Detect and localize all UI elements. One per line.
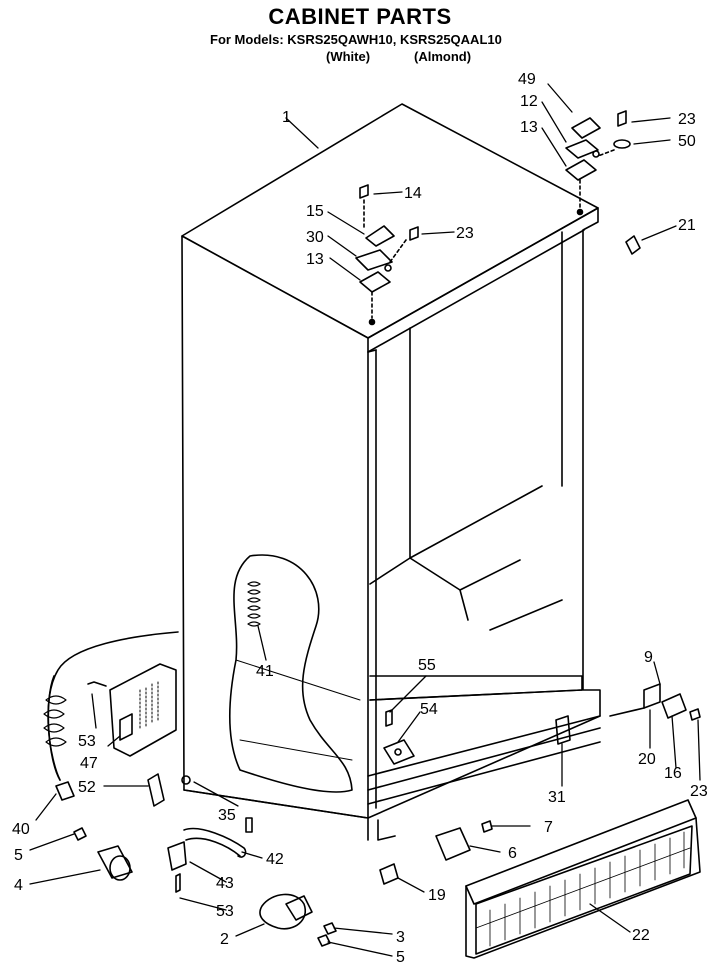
callout-7: 7 bbox=[544, 819, 553, 836]
cabinet-shell bbox=[181, 103, 601, 841]
callout-23: 23 bbox=[690, 783, 708, 800]
callout-21: 21 bbox=[678, 217, 696, 234]
page-title: CABINET PARTS bbox=[268, 4, 452, 29]
callout-55: 55 bbox=[418, 657, 436, 674]
control-box-and-cord bbox=[43, 631, 191, 807]
callout-13: 13 bbox=[520, 119, 538, 136]
callout-22: 22 bbox=[632, 927, 650, 944]
leader-lines bbox=[29, 83, 701, 957]
callout-14: 14 bbox=[404, 185, 422, 202]
callout-47: 47 bbox=[80, 755, 98, 772]
variant-almond: (Almond) bbox=[414, 49, 472, 64]
callout-23: 23 bbox=[456, 225, 474, 242]
callout-1: 1 bbox=[282, 109, 291, 126]
callout-53: 53 bbox=[78, 733, 96, 750]
callout-3: 3 bbox=[396, 929, 405, 946]
caster-and-leveler bbox=[73, 817, 337, 947]
callout-15: 15 bbox=[306, 203, 324, 220]
callout-52: 52 bbox=[78, 779, 96, 796]
callout-16: 16 bbox=[664, 765, 682, 782]
top-hinge-left bbox=[355, 184, 419, 319]
callout-20: 20 bbox=[638, 751, 656, 768]
callout-31: 31 bbox=[548, 789, 566, 806]
top-hinge-right bbox=[565, 110, 631, 209]
callout-43: 43 bbox=[216, 875, 234, 892]
callout-labels: 49 12 23 13 50 1 14 15 30 23 13 21 41 55… bbox=[12, 71, 708, 966]
callout-49: 49 bbox=[518, 71, 536, 88]
callout-9: 9 bbox=[644, 649, 653, 666]
callout-5: 5 bbox=[396, 949, 405, 966]
callout-41: 41 bbox=[256, 663, 274, 680]
callout-5: 5 bbox=[14, 847, 23, 864]
callout-40: 40 bbox=[12, 821, 30, 838]
variant-white: (White) bbox=[326, 49, 371, 64]
callout-6: 6 bbox=[508, 845, 517, 862]
spring-coil-icon bbox=[247, 581, 261, 627]
bottom-center-parts bbox=[379, 709, 571, 885]
callout-23: 23 bbox=[678, 111, 696, 128]
callout-30: 30 bbox=[306, 229, 324, 246]
part-21-clip bbox=[625, 235, 641, 255]
callout-53: 53 bbox=[216, 903, 234, 920]
callout-2: 2 bbox=[220, 931, 229, 948]
cabinet-cutout bbox=[228, 554, 361, 793]
plug-icon bbox=[55, 781, 75, 801]
callout-13: 13 bbox=[306, 251, 324, 268]
rear-bracket-right bbox=[609, 683, 701, 721]
callout-12: 12 bbox=[520, 93, 538, 110]
callout-19: 19 bbox=[428, 887, 446, 904]
toe-grille bbox=[465, 799, 701, 959]
callout-54: 54 bbox=[420, 701, 438, 718]
callout-42: 42 bbox=[266, 851, 284, 868]
models-line: For Models: KSRS25QAWH10, KSRS25QAAL10 bbox=[210, 32, 502, 47]
callout-50: 50 bbox=[678, 133, 696, 150]
callout-4: 4 bbox=[14, 877, 23, 894]
callout-35: 35 bbox=[218, 807, 236, 824]
